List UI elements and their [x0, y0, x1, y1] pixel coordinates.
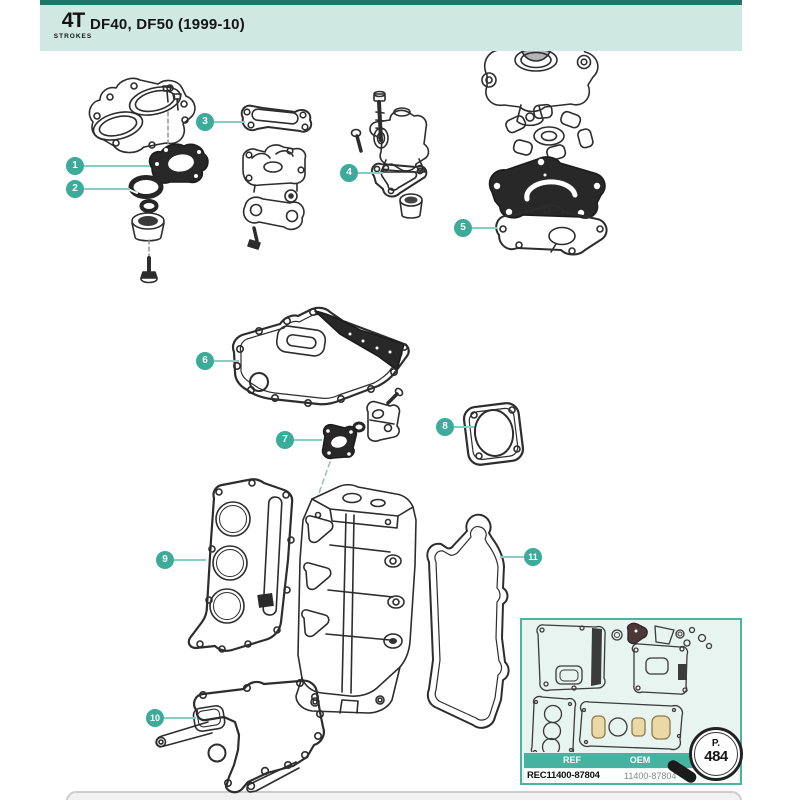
- gasket-11-drawing: [426, 513, 510, 729]
- callout-2: 2: [66, 180, 84, 198]
- page-title: DF40, DF50 (1999-10): [90, 16, 245, 33]
- gasket-kit-drawing: [530, 622, 713, 752]
- gasket-3-drawing: [240, 104, 313, 133]
- callout-7: 7: [276, 431, 294, 449]
- callout-11: 11: [524, 548, 542, 566]
- bolt-drawing: [140, 256, 158, 284]
- oem-column-header: OEM: [629, 755, 651, 765]
- gasket-4-drawing: [371, 162, 428, 198]
- callout-6-leader: [214, 360, 239, 362]
- callout-8-leader: [454, 426, 474, 428]
- callout-10: 10: [146, 709, 164, 727]
- gasket-8-drawing: [462, 402, 525, 466]
- callout-11-leader: [500, 556, 524, 558]
- pump-plate-gasket-drawing: [488, 156, 606, 219]
- gasket-10-drawing: [155, 678, 325, 794]
- oem-part-number: 11400-87804: [624, 771, 677, 781]
- seal-cup-drawing: [131, 212, 165, 257]
- plug-drawing: [399, 193, 423, 219]
- gasket-7-drawing: [317, 423, 358, 497]
- gasket-5-drawing: [495, 204, 608, 256]
- logo-4t: 4T: [61, 9, 86, 32]
- magnifier-lens-icon: [694, 732, 738, 776]
- callout-7-leader: [294, 439, 322, 441]
- callout-4: 4: [340, 164, 358, 182]
- ref-part-number: REC11400-87804: [527, 770, 600, 781]
- gasket-6-drawing: [231, 306, 410, 407]
- callout-1: 1: [66, 157, 84, 175]
- callout-3-leader: [214, 121, 245, 123]
- link-plate-drawing: [242, 196, 305, 250]
- callout-3: 3: [196, 113, 214, 131]
- logo-strokes: STROKES: [53, 33, 93, 40]
- snap-ring-2-drawing: [128, 175, 164, 199]
- callout-1-leader: [84, 165, 150, 167]
- header-top-bar: [40, 0, 742, 5]
- callout-9: 9: [156, 551, 174, 569]
- callout-5-leader: [472, 227, 497, 229]
- oil-seal-drawing: [139, 199, 159, 213]
- callout-6: 6: [196, 352, 214, 370]
- page-reference-badge: P. 484: [689, 727, 743, 781]
- callout-4-leader: [358, 172, 383, 174]
- badge-page-prefix: P.: [711, 738, 721, 749]
- callout-8: 8: [436, 418, 454, 436]
- impeller-drawing: [505, 103, 594, 161]
- cylinder-block-drawing: [295, 483, 417, 714]
- callout-10-leader: [164, 717, 196, 719]
- callout-2-leader: [84, 188, 130, 190]
- rocker-bracket-drawing: [242, 144, 307, 203]
- badge-page-number: 484: [704, 748, 728, 765]
- ref-column-header: REF: [563, 755, 581, 765]
- inset-table-header: REF OEM: [524, 753, 738, 768]
- gasket-1-drawing: [148, 143, 209, 184]
- callout-9-leader: [174, 559, 206, 561]
- header-banner: 4T STROKES DF40, DF50 (1999-10): [40, 5, 742, 51]
- intake-bracket-drawing: [88, 77, 196, 154]
- callout-5: 5: [454, 219, 472, 237]
- gasket-9-drawing: [187, 478, 295, 653]
- four-stroke-logo: 4T STROKES: [50, 9, 96, 40]
